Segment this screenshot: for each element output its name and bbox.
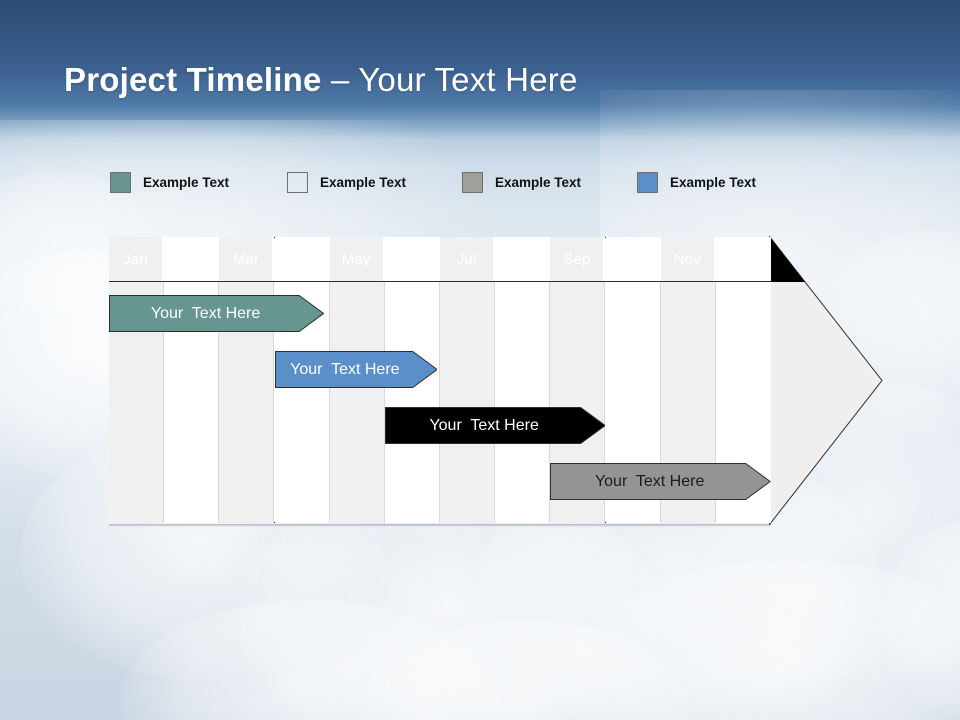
- month-header-jun[interactable]: Jun: [385, 237, 440, 282]
- month-header-oct[interactable]: Oct: [606, 237, 661, 282]
- month-header-jul[interactable]: Jul: [440, 237, 496, 282]
- month-header-dec[interactable]: Dec: [729, 251, 758, 268]
- page-title: Project Timeline – Your Text Here: [64, 58, 578, 102]
- legend-color-swatch: [462, 171, 483, 193]
- page-title-light: – Your Text Here: [321, 61, 578, 98]
- page-title-bold: Project Timeline: [64, 61, 322, 98]
- legend-item[interactable]: Example Text: [287, 170, 406, 194]
- legend-item[interactable]: Example Text: [110, 170, 229, 194]
- timeline-arrowhead: [769, 236, 883, 525]
- task-bar-4[interactable]: Your Text Here: [550, 463, 771, 500]
- legend-color-swatch: [637, 171, 658, 193]
- month-header-apr[interactable]: Apr: [275, 237, 330, 282]
- month-column-jul: [440, 237, 496, 523]
- task-bar-1[interactable]: Your Text Here: [109, 295, 325, 332]
- month-header-may[interactable]: May: [330, 237, 385, 282]
- task-arrow-shape: [384, 407, 606, 444]
- month-header-aug[interactable]: Aug: [495, 237, 551, 282]
- legend-item-label: Example Text: [320, 174, 407, 190]
- legend-color-swatch: [287, 171, 308, 193]
- task-bar-3[interactable]: Your Text Here: [384, 407, 606, 444]
- task-arrow-shape: [274, 351, 438, 388]
- legend-item-label: Example Text: [495, 174, 582, 190]
- month-header-jan[interactable]: Jan: [109, 237, 165, 282]
- month-header-sep[interactable]: Sep: [550, 237, 606, 282]
- legend-item[interactable]: Example Text: [637, 170, 756, 194]
- month-column-feb: [164, 237, 220, 523]
- legend-item-label: Example Text: [143, 174, 230, 190]
- task-bar-2[interactable]: Your Text Here: [274, 351, 438, 388]
- month-column-aug: [495, 237, 551, 523]
- chart-reflection: [109, 524, 771, 527]
- legend-item-label: Example Text: [670, 174, 757, 190]
- month-column-mar: [219, 237, 275, 523]
- legend-item[interactable]: Example Text: [462, 170, 581, 194]
- header-divider: [109, 281, 771, 282]
- task-arrow-shape: [109, 295, 325, 332]
- month-column-jan: [109, 237, 165, 523]
- month-header-nov[interactable]: Nov: [661, 237, 716, 282]
- month-header-feb[interactable]: Feb: [164, 237, 220, 282]
- month-header-mar[interactable]: Mar: [219, 237, 275, 282]
- task-arrow-shape: [550, 463, 771, 500]
- legend-color-swatch: [110, 171, 131, 193]
